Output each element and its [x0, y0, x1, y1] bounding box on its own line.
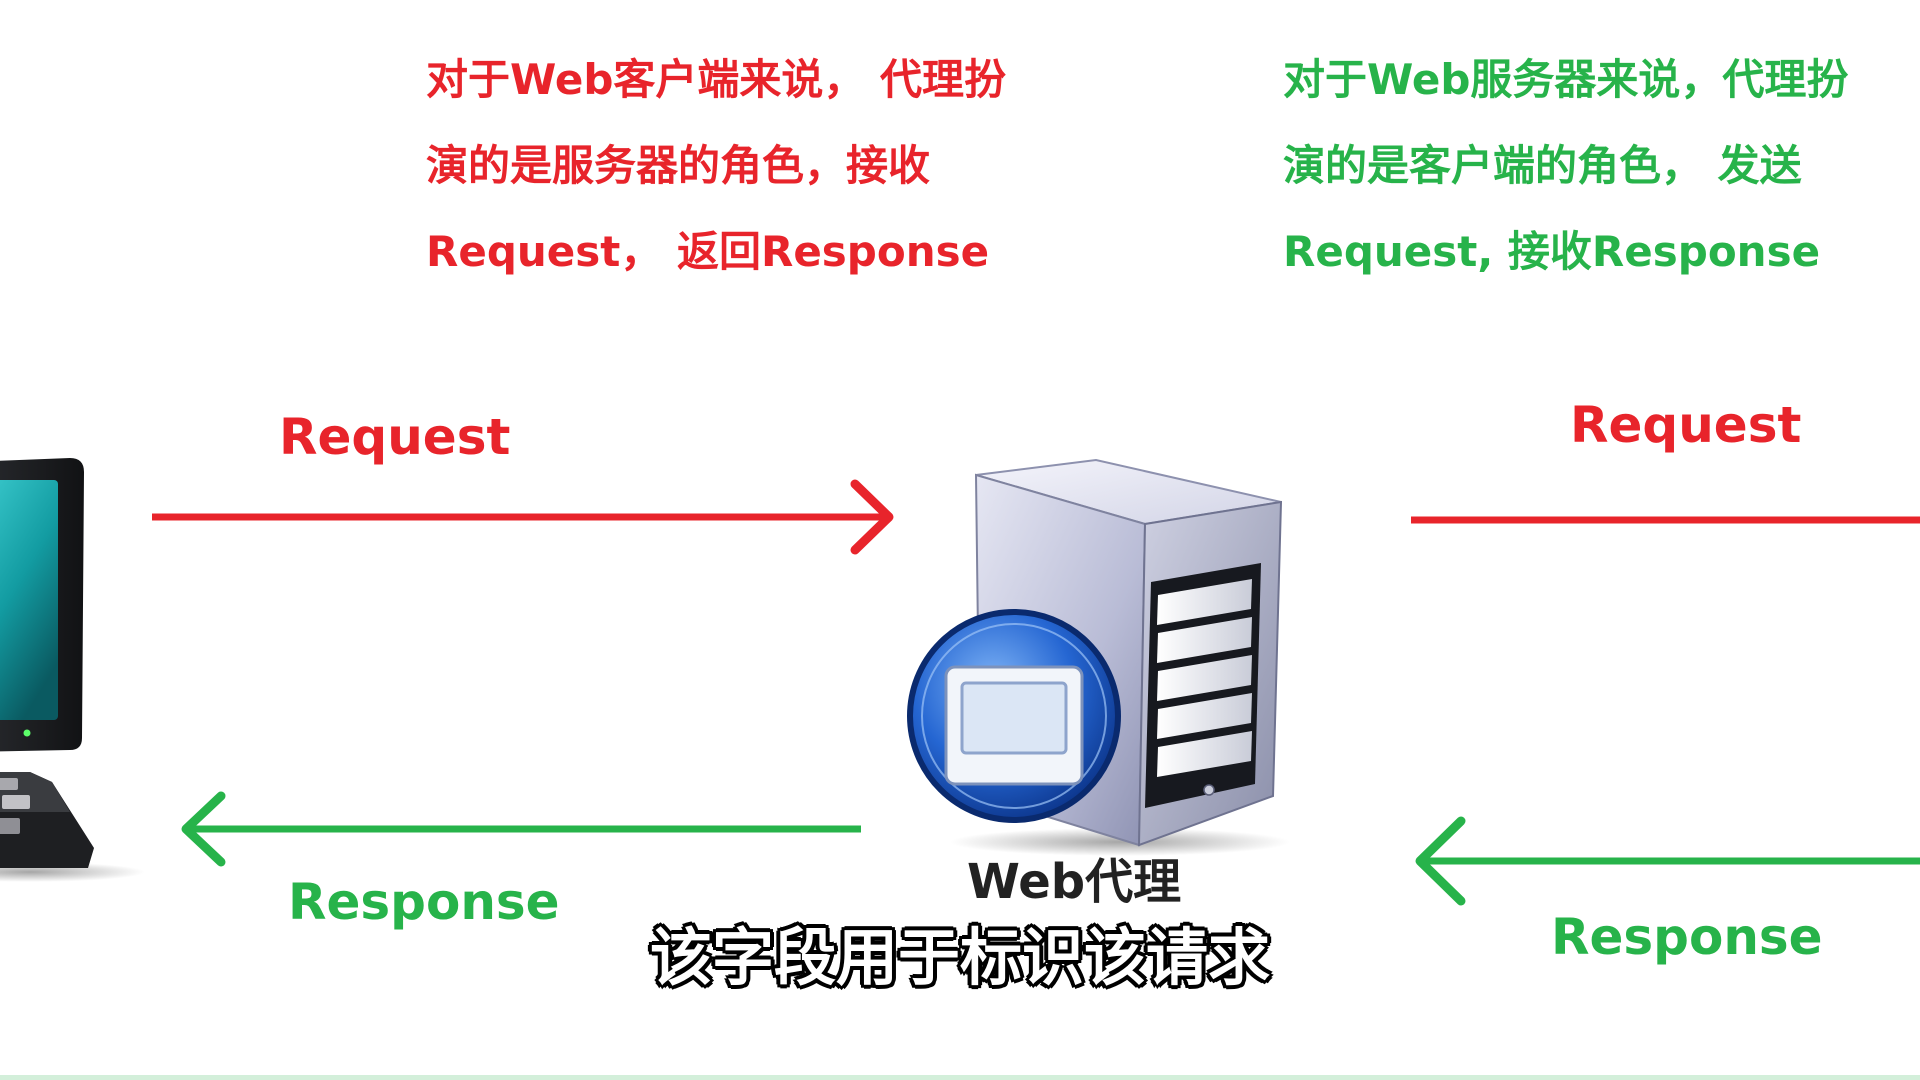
server-shadow [950, 828, 1290, 856]
server-request-label: Request [1570, 396, 1802, 454]
drive-slot [1157, 617, 1252, 663]
keyboard-key [2, 795, 30, 809]
server-status-light [1203, 784, 1215, 796]
server-perspective-note: 对于Web服务器来说，代理扮 演的是客户端的角色， 发送 Request, 接收… [1283, 37, 1848, 295]
note-line: Request， 返回Response [426, 227, 990, 276]
proxy-to-client-response-arrow [181, 791, 861, 867]
note-line: 演的是客户端的角色， 发送 [1283, 141, 1802, 190]
monitor-screen [0, 480, 58, 720]
keyboard-key [0, 778, 18, 790]
video-subtitle: 该字段用于标识该请求 [649, 921, 1270, 994]
client-response-label: Response [288, 873, 560, 931]
note-line: 演的是服务器的角色，接收 [426, 141, 931, 190]
proxy-label: Web代理 [967, 854, 1182, 910]
badge-inner-ring [921, 623, 1107, 809]
note-line: 对于Web服务器来说，代理扮 [1283, 55, 1849, 104]
proxy-server-icon [907, 458, 1290, 856]
server-response-label: Response [1551, 908, 1823, 966]
client-to-proxy-request-arrow [152, 479, 894, 555]
window-pane [960, 681, 1068, 755]
server-to-proxy-response-arrow [1415, 816, 1920, 906]
drive-slot [1157, 579, 1252, 625]
bottom-edge-band [0, 1075, 1920, 1080]
drive-slot [1157, 731, 1252, 777]
drive-slot [1157, 655, 1252, 701]
client-request-label: Request [279, 408, 511, 466]
arrow-head [181, 791, 226, 867]
window-badge-icon [907, 609, 1121, 823]
note-line: Request, 接收Response [1283, 227, 1821, 276]
client-perspective-note: 对于Web客户端来说， 代理扮 演的是服务器的角色，接收 Request， 返回… [426, 37, 1006, 295]
keyboard-key [0, 818, 20, 834]
drive-slot [1157, 693, 1252, 739]
desktop-computer-icon [0, 458, 145, 882]
arrow-head [850, 479, 894, 555]
note-line: 对于Web客户端来说， 代理扮 [426, 55, 1007, 104]
power-led [23, 729, 31, 737]
arrow-head [1415, 816, 1466, 906]
drive-bays [1157, 579, 1252, 777]
